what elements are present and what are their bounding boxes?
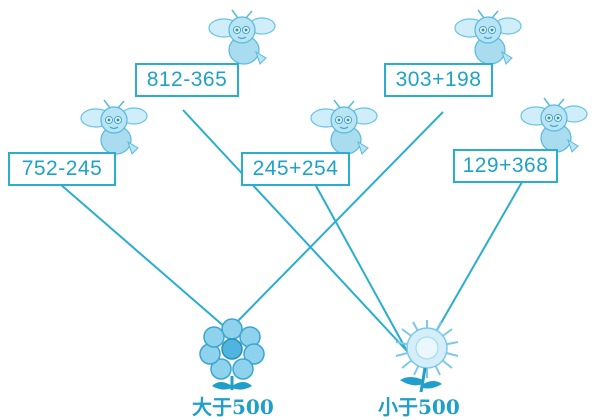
bee-icon (520, 97, 588, 153)
line-245+254-to-less (314, 183, 414, 363)
bee-icon (310, 99, 378, 155)
label-greater-than-500: 大于500 (192, 395, 274, 419)
line-129+368-to-less (436, 181, 523, 331)
bee-icon (80, 99, 148, 155)
line-752-245-to-greater (59, 183, 227, 329)
line-303+198-to-greater (231, 111, 444, 328)
bee-icon (208, 9, 276, 65)
expression-box-245+254[interactable]: 245+254 (241, 152, 350, 186)
expression-box-129+368[interactable]: 129+368 (453, 149, 558, 183)
chrysanthemum-icon[interactable] (390, 318, 464, 394)
expression-box-303+198[interactable]: 303+198 (384, 63, 493, 97)
blue-flower-icon[interactable] (194, 318, 270, 394)
line-812-365-to-less (182, 109, 421, 366)
bee-icon (454, 9, 522, 65)
expression-box-752-245[interactable]: 752-245 (8, 152, 116, 186)
expression-box-812-365[interactable]: 812-365 (135, 63, 239, 97)
label-less-than-500: 小于500 (378, 395, 460, 419)
